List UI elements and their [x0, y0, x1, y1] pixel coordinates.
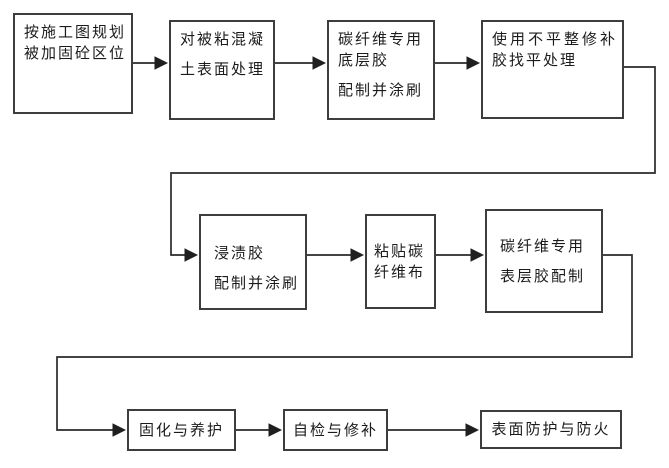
node-primer-glue-line3: 配制并涂刷: [338, 81, 424, 99]
node-self-inspection-label: 自检与修补: [292, 420, 378, 439]
node-surface-prep-line2: 土表面处理: [180, 60, 266, 78]
node-primer-glue-line1: 碳纤维专用: [338, 30, 424, 48]
node-curing-label: 固化与养护: [138, 420, 224, 439]
node-surface-protection-label: 表面防护与防火: [491, 420, 611, 438]
node-paste-fiber: 粘贴碳 纤维布: [365, 214, 436, 309]
node-leveling-line2: 胶找平处理: [492, 51, 578, 69]
node-plan-area-line1: 按施工图规划: [24, 23, 127, 41]
node-plan-area-line2: 被加固砼区位: [24, 44, 127, 62]
node-impregnation-glue: 浸渍胶 配制并涂刷: [199, 214, 307, 310]
node-primer-glue: 碳纤维专用 底层胶 配制并涂刷: [327, 20, 435, 120]
node-leveling: 使用不平整修补 胶找平处理: [481, 20, 624, 119]
node-curing: 固化与养护: [127, 409, 236, 451]
node-primer-glue-line2: 底层胶: [338, 51, 390, 69]
node-surface-protection: 表面防护与防火: [480, 410, 622, 449]
node-self-inspection: 自检与修补: [283, 409, 388, 451]
node-impregnation-glue-line2: 配制并涂刷: [214, 273, 300, 292]
node-impregnation-glue-line1: 浸渍胶: [214, 243, 266, 262]
node-plan-area: 按施工图规划 被加固砼区位: [13, 13, 133, 114]
node-paste-fiber-line1: 粘贴碳: [374, 241, 426, 260]
node-leveling-line1: 使用不平整修补: [492, 30, 619, 48]
node-topcoat-glue-line2: 表层胶配制: [500, 266, 586, 285]
node-surface-prep: 对被粘混凝 土表面处理: [169, 20, 275, 120]
node-paste-fiber-line2: 纤维布: [374, 262, 426, 281]
node-topcoat-glue-line1: 碳纤维专用: [500, 236, 586, 255]
node-topcoat-glue: 碳纤维专用 表层胶配制: [485, 209, 603, 313]
node-surface-prep-line1: 对被粘混凝: [180, 30, 266, 48]
